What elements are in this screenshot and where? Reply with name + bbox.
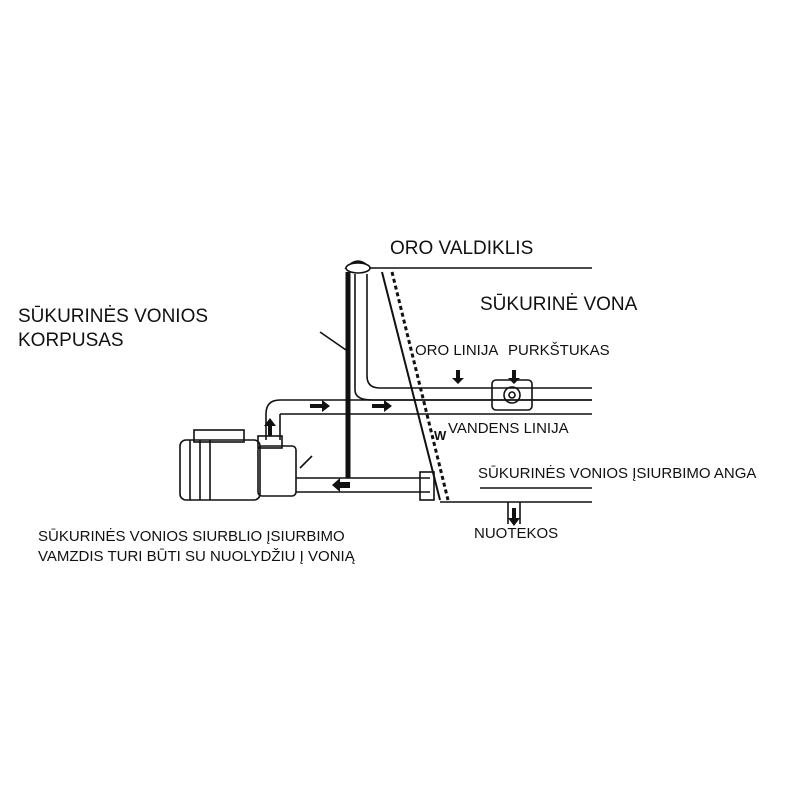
svg-text:W: W: [434, 428, 447, 443]
jet-nozzle-icon: [503, 386, 521, 404]
flow-arrow-up: [264, 418, 276, 436]
drain-label: NUOTEKOS: [474, 525, 559, 542]
tub-label: SŪKURINĖ VONA: [480, 294, 638, 315]
note-line2: VAMZDIS TURI BŪTI SU NUOLYDŽIU Į VONIĄ: [38, 548, 355, 565]
air-arrow-down-1: [452, 370, 464, 384]
suction-port-label: SŪKURINĖS VONIOS ĮSIURBIMO ANGA: [478, 465, 757, 482]
note-line1: SŪKURINĖS VONIOS SIURBLIO ĮSIURBIMO: [38, 528, 345, 545]
pump-motor: [179, 439, 261, 501]
air-arrow-down-2: [508, 370, 520, 384]
flow-arrow-right-1: [310, 400, 330, 412]
air-controller-label: ORO VALDIKLIS: [390, 238, 534, 259]
jet-label: PURKŠTUKAS: [508, 342, 610, 359]
water-line-label: VANDENS LINIJA: [448, 420, 569, 437]
tub-wall: [381, 271, 441, 501]
enclosure-label-line1: SŪKURINĖS VONIOS: [18, 306, 209, 327]
suction-fitting: [419, 471, 435, 501]
enclosure-label-line2: KORPUSAS: [18, 330, 124, 351]
flow-arrow-left: [332, 478, 350, 492]
pump-housing: [257, 445, 297, 497]
air-line-label: ORO LINIJA: [415, 342, 499, 359]
jet-body: [491, 379, 533, 411]
drain-arrow-down: [508, 508, 520, 526]
flow-arrow-right-2: [372, 400, 392, 412]
